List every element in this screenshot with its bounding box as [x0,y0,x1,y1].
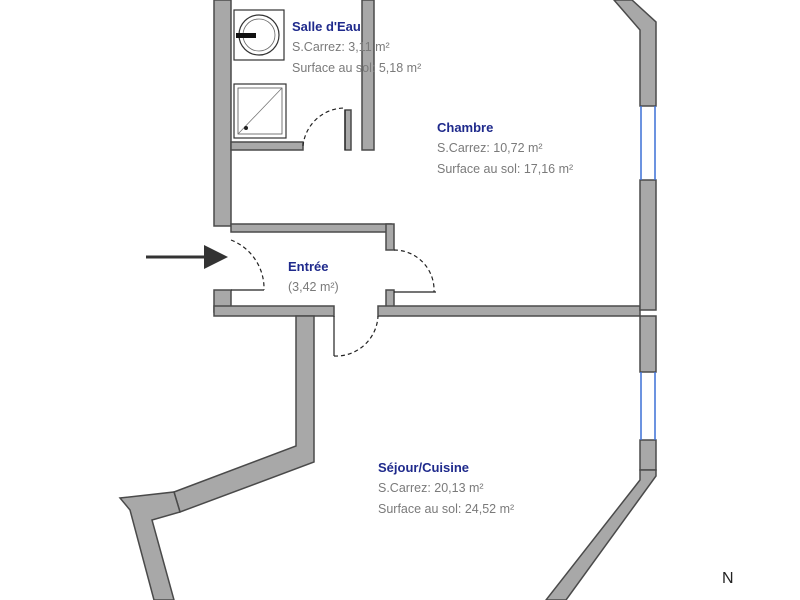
room-surface-sol: Surface au sol: 17,16 m² [437,162,574,176]
washbasin-icon [233,9,285,61]
room-sejour: Séjour/Cuisine S.Carrez: 20,13 m² Surfac… [378,457,514,520]
shower-icon [233,83,287,139]
wall-right-mid2 [639,315,657,373]
room-salle-eau: Salle d'Eau S.Carrez: 3,11 m² Surface au… [292,16,421,79]
doors [230,107,435,357]
door-leaves [231,110,436,356]
room-carrez: S.Carrez: 3,11 m² [292,40,390,54]
door-chambre-swing [393,249,435,293]
wall-right-low [639,439,657,471]
wall-right-diagonal [545,469,657,600]
room-name: Salle d'Eau [292,19,361,34]
room-carrez: S.Carrez: 20,13 m² [378,481,484,495]
windows [640,106,656,440]
room-chambre: Chambre S.Carrez: 10,72 m² Surface au so… [437,117,573,180]
room-name: Entrée [288,259,329,274]
north-compass-label: N [722,570,734,587]
room-entree: Entrée (3,42 m²) [288,256,339,298]
wall-entry-top [230,223,392,233]
door-entry-swing [230,239,265,291]
room-name: Chambre [437,120,494,135]
wall-right-mid [639,179,657,311]
wall-left-upper [213,0,232,227]
wall-bathroom-right [361,0,375,151]
room-surface-sol: Surface au sol: 5,18 m² [292,61,422,75]
walls [118,0,657,600]
room-name: Séjour/Cuisine [378,460,470,475]
wall-left-zigzag [118,491,181,600]
wall-mid-right [377,305,641,317]
entry-arrow-icon [146,245,228,269]
door-sejour-swing [333,315,379,357]
wall-bathroom-bottom-right [344,109,352,151]
room-carrez: S.Carrez: 10,72 m² [437,141,543,155]
wall-bathroom-bottom-left [230,141,304,151]
room-surface-sol: Surface au sol: 24,52 m² [378,502,515,516]
wall-entry-right-top [385,223,395,251]
wall-mid-left [213,305,335,317]
wall-right-top [613,0,657,107]
door-bathroom-swing [302,107,346,147]
room-area: (3,42 m²) [288,280,339,294]
wall-left-lower [173,315,315,513]
